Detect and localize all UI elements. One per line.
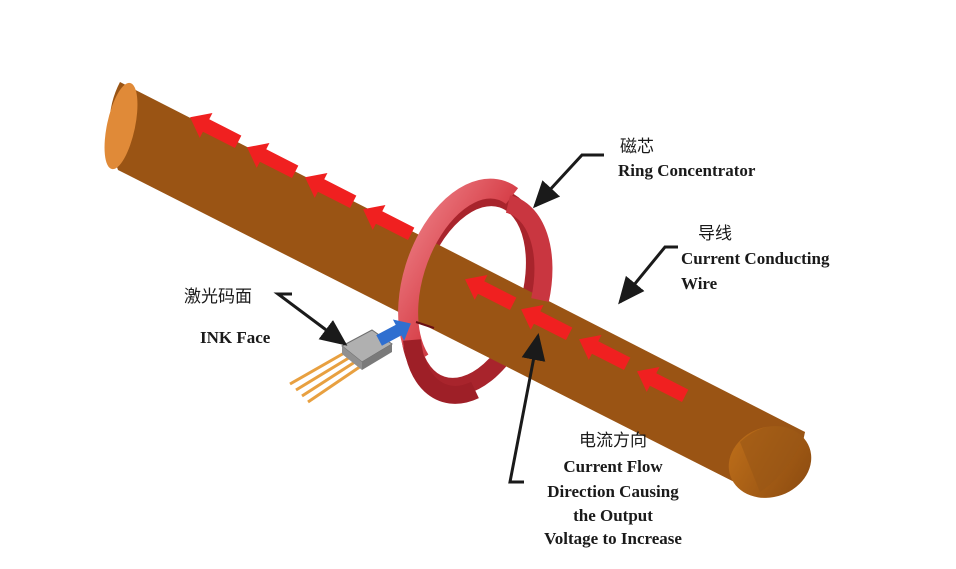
wire-label-en-1: Current Conducting: [681, 249, 830, 268]
wire-label: 导线 Current Conducting Wire: [681, 224, 830, 293]
current-arrow: [190, 112, 242, 149]
sensor-direction-arrow: [376, 319, 411, 346]
hall-sensor: [289, 319, 411, 404]
ink-label-cn: 激光码面: [184, 287, 252, 307]
ring-label-en: Ring Concentrator: [618, 161, 756, 180]
current-label-en-4: Voltage to Increase: [544, 529, 682, 548]
wire-label-cn: 导线: [698, 224, 732, 244]
wire-leader: [618, 245, 678, 305]
current-arrow: [247, 142, 299, 179]
ring-leader: [532, 153, 604, 209]
ink-leader: [273, 292, 348, 346]
leader-lines: [273, 153, 678, 484]
current-label-en-3: the Output: [573, 506, 653, 525]
current-arrows: [190, 112, 689, 403]
sensor-leads: [289, 350, 365, 404]
current-conducting-wire: [104, 82, 812, 498]
current-arrow: [579, 334, 631, 371]
current-arrow: [637, 366, 689, 403]
ink-label-en: INK Face: [200, 328, 271, 347]
current-label: 电流方向 Current Flow Direction Causing the …: [544, 431, 682, 548]
current-arrow: [465, 274, 517, 311]
current-label-en-1: Current Flow: [563, 457, 663, 476]
ring-concentrator: [398, 178, 553, 404]
current-label-cn: 电流方向: [579, 431, 647, 451]
ring-label: 磁芯 Ring Concentrator: [618, 137, 756, 180]
current-leader: [508, 333, 546, 484]
current-arrow: [363, 204, 415, 241]
current-arrow: [305, 172, 357, 209]
ring-label-cn: 磁芯: [620, 137, 654, 157]
current-label-en-2: Direction Causing: [547, 482, 679, 501]
current-arrow: [521, 304, 573, 341]
wire-label-en-2: Wire: [681, 274, 718, 293]
ink-label: 激光码面 INK Face: [184, 287, 271, 347]
